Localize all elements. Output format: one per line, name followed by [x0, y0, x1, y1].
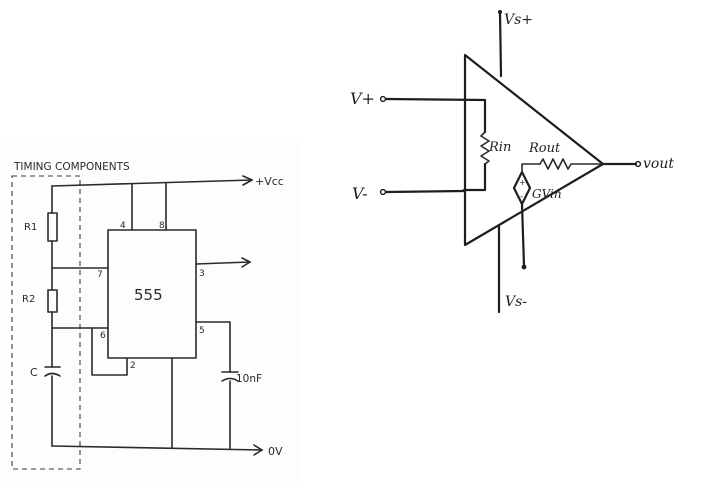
v-minus-label: V-	[352, 184, 368, 203]
ground-rail	[51, 445, 263, 451]
ground-arrow-head-2	[253, 449, 263, 456]
output-arrow-head-2	[241, 261, 251, 268]
opamp-model: Vs+ Vs- V+ Rin V- + - GVin Rout vout	[350, 10, 674, 314]
ground-arrow-head-1	[253, 444, 263, 451]
chip-555-label: 555	[134, 286, 163, 304]
output-terminal	[634, 160, 642, 168]
rin-resistor	[480, 131, 490, 165]
pin4-label: 4	[120, 221, 126, 231]
gain-label: GVin	[532, 187, 562, 201]
vs-minus-label: Vs-	[505, 294, 527, 310]
chip-555-body	[107, 229, 197, 359]
r1-label: R1	[24, 222, 37, 233]
pin3-output-wire	[195, 261, 251, 265]
vout-label: vout	[643, 156, 674, 172]
control-cap-label: 10nF	[236, 373, 262, 385]
pin7-label: 7	[97, 270, 103, 280]
v-minus-wire	[384, 189, 466, 194]
pin5-wire	[195, 321, 231, 373]
vs-plus-wire	[498, 10, 503, 78]
source-ground-node	[521, 264, 527, 270]
ground-label: 0V	[268, 445, 283, 458]
rout-label: Rout	[528, 141, 561, 156]
rin-label: Rin	[488, 140, 511, 155]
timer-panel-background	[0, 142, 300, 482]
v-plus-label: V+	[350, 89, 375, 108]
vcc-label: +Vcc	[255, 175, 284, 188]
control-cap-plate-bottom	[221, 377, 239, 382]
opamp-triangle	[463, 53, 605, 247]
vs-plus-label: Vs+	[504, 12, 533, 28]
timing-cap-plate-bottom	[44, 372, 61, 377]
pin2-trigger-wire	[91, 327, 128, 376]
source-top-wire	[521, 163, 541, 173]
r2-label: R2	[22, 294, 35, 305]
rout-resistor	[539, 158, 604, 170]
pin8-label: 8	[159, 221, 165, 231]
timing-components-label: TIMING COMPONENTS	[13, 161, 130, 173]
source-minus-sign: -	[520, 192, 523, 202]
output-arrow-head-1	[241, 257, 251, 263]
v-plus-wire	[384, 97, 487, 134]
vcc-arrow-head-1	[242, 175, 253, 181]
pin2-label: 2	[130, 361, 136, 371]
v-plus-terminal	[379, 95, 387, 103]
source-plus-sign: +	[519, 178, 526, 187]
c-label: C	[30, 366, 38, 379]
v-minus-terminal	[379, 188, 387, 196]
timer-circuit: TIMING COMPONENTS +Vcc R1 R2 C 0V 555 4 …	[0, 142, 300, 482]
pin5-label: 5	[199, 326, 205, 336]
pin3-label: 3	[199, 269, 205, 279]
rin-bottom-wire	[462, 162, 487, 192]
vcc-rail	[51, 179, 253, 187]
vs-plus-terminal	[498, 10, 502, 14]
vcc-arrow-head-2	[242, 179, 253, 186]
pin6-label: 6	[100, 331, 106, 341]
source-ground-wire	[520, 202, 526, 268]
